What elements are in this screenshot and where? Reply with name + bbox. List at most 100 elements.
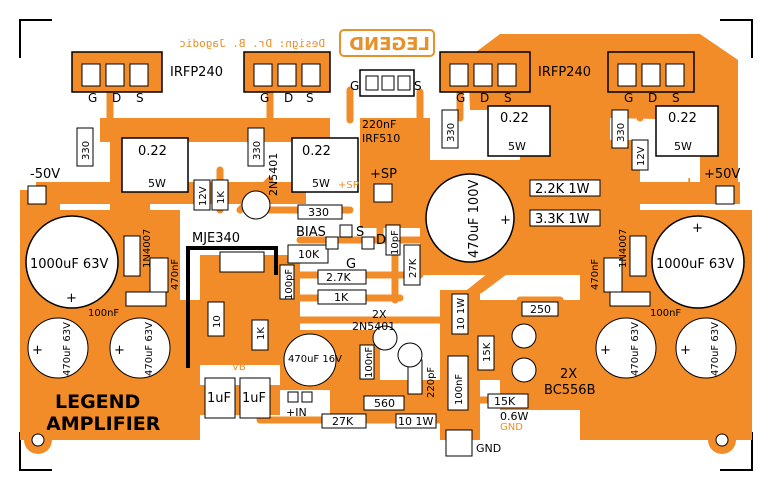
bc556-label: BC556B [544, 383, 596, 398]
r250-value: 250 [530, 303, 551, 316]
q3-pin-s: S [306, 91, 314, 105]
transistor-irf510: G S 220nF IRF510 [350, 69, 422, 145]
c-big-l-plus: + [66, 291, 77, 306]
resistor-1k-b: 1K [317, 289, 367, 305]
r10k-value: 10K [298, 248, 320, 261]
c100nf-l-value: 100nF [88, 308, 119, 319]
r27k-b-value: 27K [408, 258, 419, 278]
cap-1000uf-right: 1000uF 63V + [651, 215, 745, 309]
c-big-l-value: 1000uF 63V [30, 257, 108, 272]
q4-pin-d: D [648, 91, 657, 105]
cap-470uf-r2: 470uF 63V + [675, 317, 737, 379]
c470-100v-value: 470uF 100V [467, 180, 482, 258]
cap-10pf: 10pF [385, 224, 401, 256]
c470nf-l-value: 470nF [170, 259, 181, 290]
irf510-cap-label: 220nF [362, 118, 396, 131]
vb-label: VB [232, 362, 246, 373]
r12v-b-value: 12V [636, 146, 647, 166]
transistor-q3: G D S [243, 51, 331, 105]
cap-470uf-r1: 470uF 63V + [595, 317, 657, 379]
diode-1n4007-right: 1N4007 [618, 229, 647, 277]
r2k7-value: 2.7K [326, 271, 351, 284]
r022-a-value: 0.22 [138, 144, 167, 159]
cap-470uf-l1: 470uF 63V + [27, 317, 89, 379]
r3k3-value: 3.3K 1W [535, 212, 590, 227]
board-title-line1: LEGEND [55, 391, 140, 413]
transistor-bc556b-pair: 2X BC556B [511, 323, 596, 398]
connector-plus-in: +IN [286, 391, 313, 419]
q3-pin-d: D [284, 91, 293, 105]
design-credit: Design: Dr. B. Jagodic [179, 37, 325, 50]
irf510-pin-g: G [350, 79, 359, 93]
connector-plus-sp: +SP [370, 167, 397, 203]
r1k-b-value: 1K [334, 291, 349, 304]
d-left-value: 1N4007 [142, 229, 153, 268]
cap-100nf-right: 100nF [609, 291, 681, 319]
bias-label: BIAS [296, 225, 326, 240]
r12v-a-value: 12V [198, 186, 209, 206]
c100nf-m-value: 100nF [364, 347, 375, 378]
r022-a-watt: 5W [148, 177, 166, 190]
irf510-label: IRF510 [362, 132, 400, 145]
resistor-022-d: 0.22 5W [655, 105, 719, 157]
resistor-10-1w-b: 10 1W [395, 413, 437, 429]
q1-pin-d: D [112, 91, 121, 105]
minus50-label: -50V [30, 167, 60, 182]
zener-12v-a: 12V [193, 179, 211, 211]
c470-l2-value: 470uF 63V [144, 322, 155, 376]
c220pf-value: 220pF [426, 367, 437, 398]
c470-l1-plus: + [32, 343, 43, 358]
r022-d-value: 0.22 [668, 111, 697, 126]
resistor-022-a: 0.22 5W [121, 137, 189, 193]
resistor-2k7: 2.7K [317, 269, 367, 285]
connector-gnd: GND GND [445, 422, 523, 457]
r10-1w-a-value: 10 1W [456, 298, 467, 330]
transistor-q1: IRFP240 G D S [71, 51, 223, 105]
r15k-b-value: 15K [494, 395, 516, 408]
resistor-15k-b: 15K 0.6W [487, 393, 529, 423]
bias-s-label: S [356, 225, 364, 240]
r15k-b-watt: 0.6W [500, 410, 528, 423]
c470-l2-plus: + [114, 343, 125, 358]
diode-1n4007-left: 1N4007 [123, 229, 153, 277]
q4-pin-s: S [672, 91, 680, 105]
c10pf-value: 10pF [390, 230, 401, 255]
plus50-plus-sign: + [680, 173, 698, 198]
resistor-330-d: 330 [611, 109, 629, 149]
resistor-022-b: 0.22 5W [291, 137, 359, 193]
resistor-3k3: 3.3K 1W [529, 209, 601, 227]
r560-value: 560 [374, 397, 395, 410]
r10-1w-b-value: 10 1W [398, 415, 433, 428]
cap-100nf-g: 100nF [447, 355, 469, 411]
n5401-pair-count: 2X [372, 308, 387, 321]
legend-logo-text: LEGEND [349, 34, 430, 55]
c1uf-a-value: 1uF [207, 391, 231, 406]
r330-c-value: 330 [446, 123, 457, 142]
c470-r1-plus: + [600, 343, 611, 358]
q2-pin-s: S [504, 91, 512, 105]
cap-470uf-16v: 470uF 16V [283, 333, 342, 387]
cap-470uf-100v: 470uF 100V + [425, 173, 515, 263]
c-big-r-plus: + [692, 221, 703, 236]
cap-1uf-a: 1uF [204, 377, 236, 419]
r1k-c-value: 1K [256, 327, 267, 340]
c470-r1-value: 470uF 63V [630, 322, 641, 376]
r330-a-value: 330 [81, 141, 92, 160]
bias-connector: BIAS S G D [296, 224, 386, 272]
cap-100pf-a: 100pF [279, 264, 295, 300]
c1uf-b-value: 1uF [242, 391, 266, 406]
resistor-330-h: 330 [297, 204, 343, 220]
q2-pin-d: D [480, 91, 489, 105]
resistor-1k-a: 1K [211, 179, 229, 211]
connector-plus50v: +50V + [680, 167, 740, 205]
resistor-250: 250 [521, 301, 559, 317]
r330-b-value: 330 [252, 141, 263, 160]
r022-c-value: 0.22 [500, 111, 529, 126]
r022-c-watt: 5W [508, 140, 526, 153]
q4-pin-g: G [624, 91, 633, 105]
resistor-10-a: 10 [207, 301, 225, 337]
c470-100v-plus: + [500, 213, 511, 228]
connector-minus50v: -50V [27, 167, 60, 205]
c100nf-g-value: 100nF [454, 374, 465, 405]
